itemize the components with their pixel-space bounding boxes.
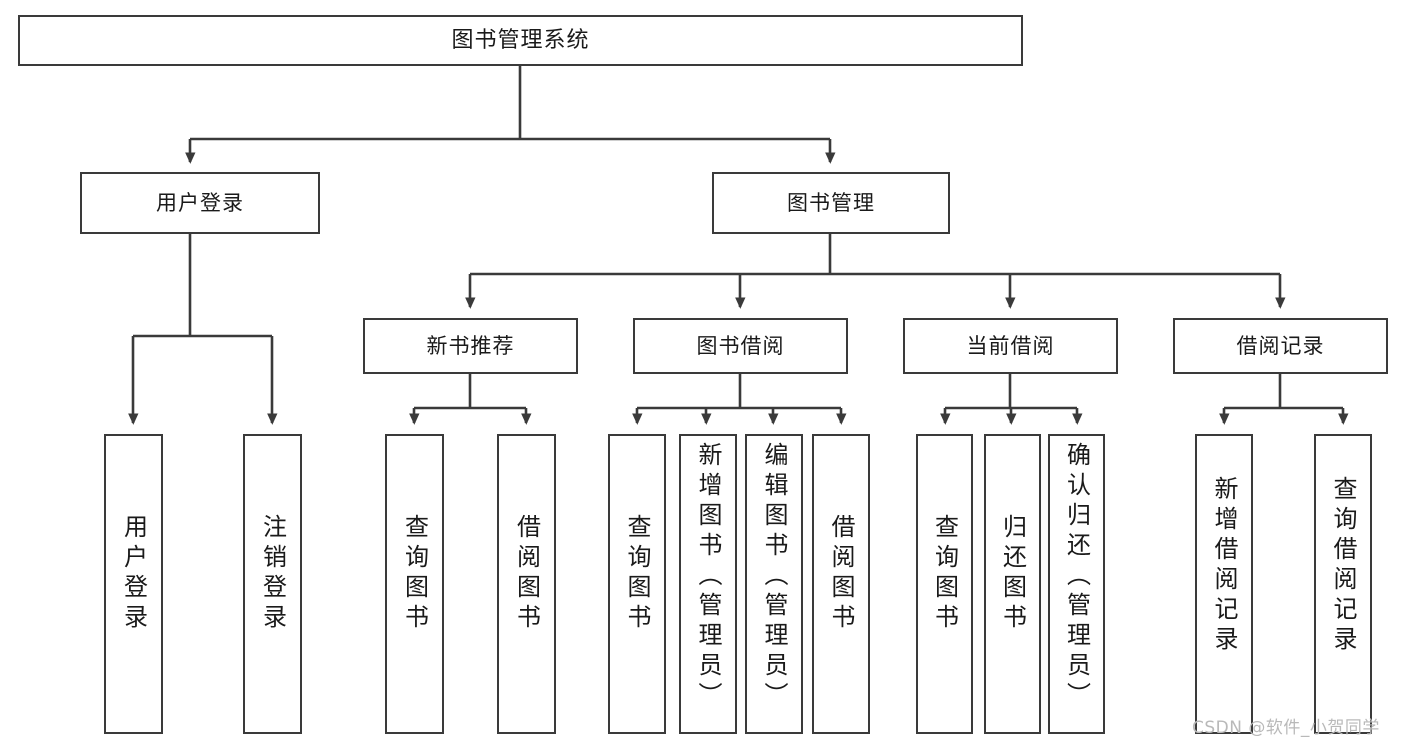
node-label: 图书借阅 — [696, 333, 785, 358]
node-label: 归还图书 — [998, 514, 1027, 634]
leaf-return-book[interactable]: 归还图书 — [984, 434, 1041, 734]
csdn-watermark: CSDN @软件_小贺同学 — [1192, 718, 1380, 738]
node-borrow-record[interactable]: 借阅记录 — [1173, 318, 1388, 374]
leaf-borrow-book-recommend[interactable]: 借阅图书 — [497, 434, 556, 734]
node-root-book-management-system[interactable]: 图书管理系统 — [18, 15, 1023, 66]
node-label: 借阅记录 — [1236, 333, 1325, 358]
node-book-management[interactable]: 图书管理 — [712, 172, 950, 234]
leaf-query-book-recommend[interactable]: 查询图书 — [385, 434, 444, 734]
leaf-confirm-return-admin[interactable]: 确认归还（管理员） — [1048, 434, 1105, 734]
node-label: 新增图书（管理员） — [694, 442, 722, 712]
node-label: 借阅图书 — [827, 514, 855, 634]
leaf-query-book-current[interactable]: 查询图书 — [916, 434, 973, 734]
node-label: 借阅图书 — [512, 514, 541, 634]
leaf-edit-book-admin[interactable]: 编辑图书（管理员） — [745, 434, 803, 734]
leaf-add-book-admin[interactable]: 新增图书（管理员） — [679, 434, 737, 734]
node-label: 查询借阅记录 — [1329, 476, 1357, 656]
node-user-login[interactable]: 用户登录 — [80, 172, 320, 234]
leaf-query-borrow-record[interactable]: 查询借阅记录 — [1314, 434, 1372, 734]
leaf-user-login[interactable]: 用户登录 — [104, 434, 163, 734]
node-label: 用户登录 — [119, 514, 148, 634]
node-label: 确认归还（管理员） — [1062, 442, 1091, 712]
node-label: 图书管理系统 — [451, 27, 590, 53]
leaf-logout-login[interactable]: 注销登录 — [243, 434, 302, 734]
node-label: 编辑图书（管理员） — [760, 442, 788, 712]
node-current-borrow[interactable]: 当前借阅 — [903, 318, 1118, 374]
node-label: 当前借阅 — [966, 333, 1055, 358]
node-label: 图书管理 — [787, 190, 875, 215]
node-label: 用户登录 — [156, 190, 244, 215]
node-label: 查询图书 — [623, 514, 651, 634]
node-label: 查询图书 — [930, 514, 959, 634]
node-label: 新增借阅记录 — [1210, 476, 1238, 656]
node-label: 查询图书 — [400, 514, 429, 634]
node-book-borrow[interactable]: 图书借阅 — [633, 318, 848, 374]
node-new-book-recommend[interactable]: 新书推荐 — [363, 318, 578, 374]
leaf-query-book-borrow[interactable]: 查询图书 — [608, 434, 666, 734]
node-label: 新书推荐 — [426, 333, 515, 358]
leaf-add-borrow-record[interactable]: 新增借阅记录 — [1195, 434, 1253, 734]
leaf-borrow-book[interactable]: 借阅图书 — [812, 434, 870, 734]
node-label: 注销登录 — [258, 514, 287, 634]
